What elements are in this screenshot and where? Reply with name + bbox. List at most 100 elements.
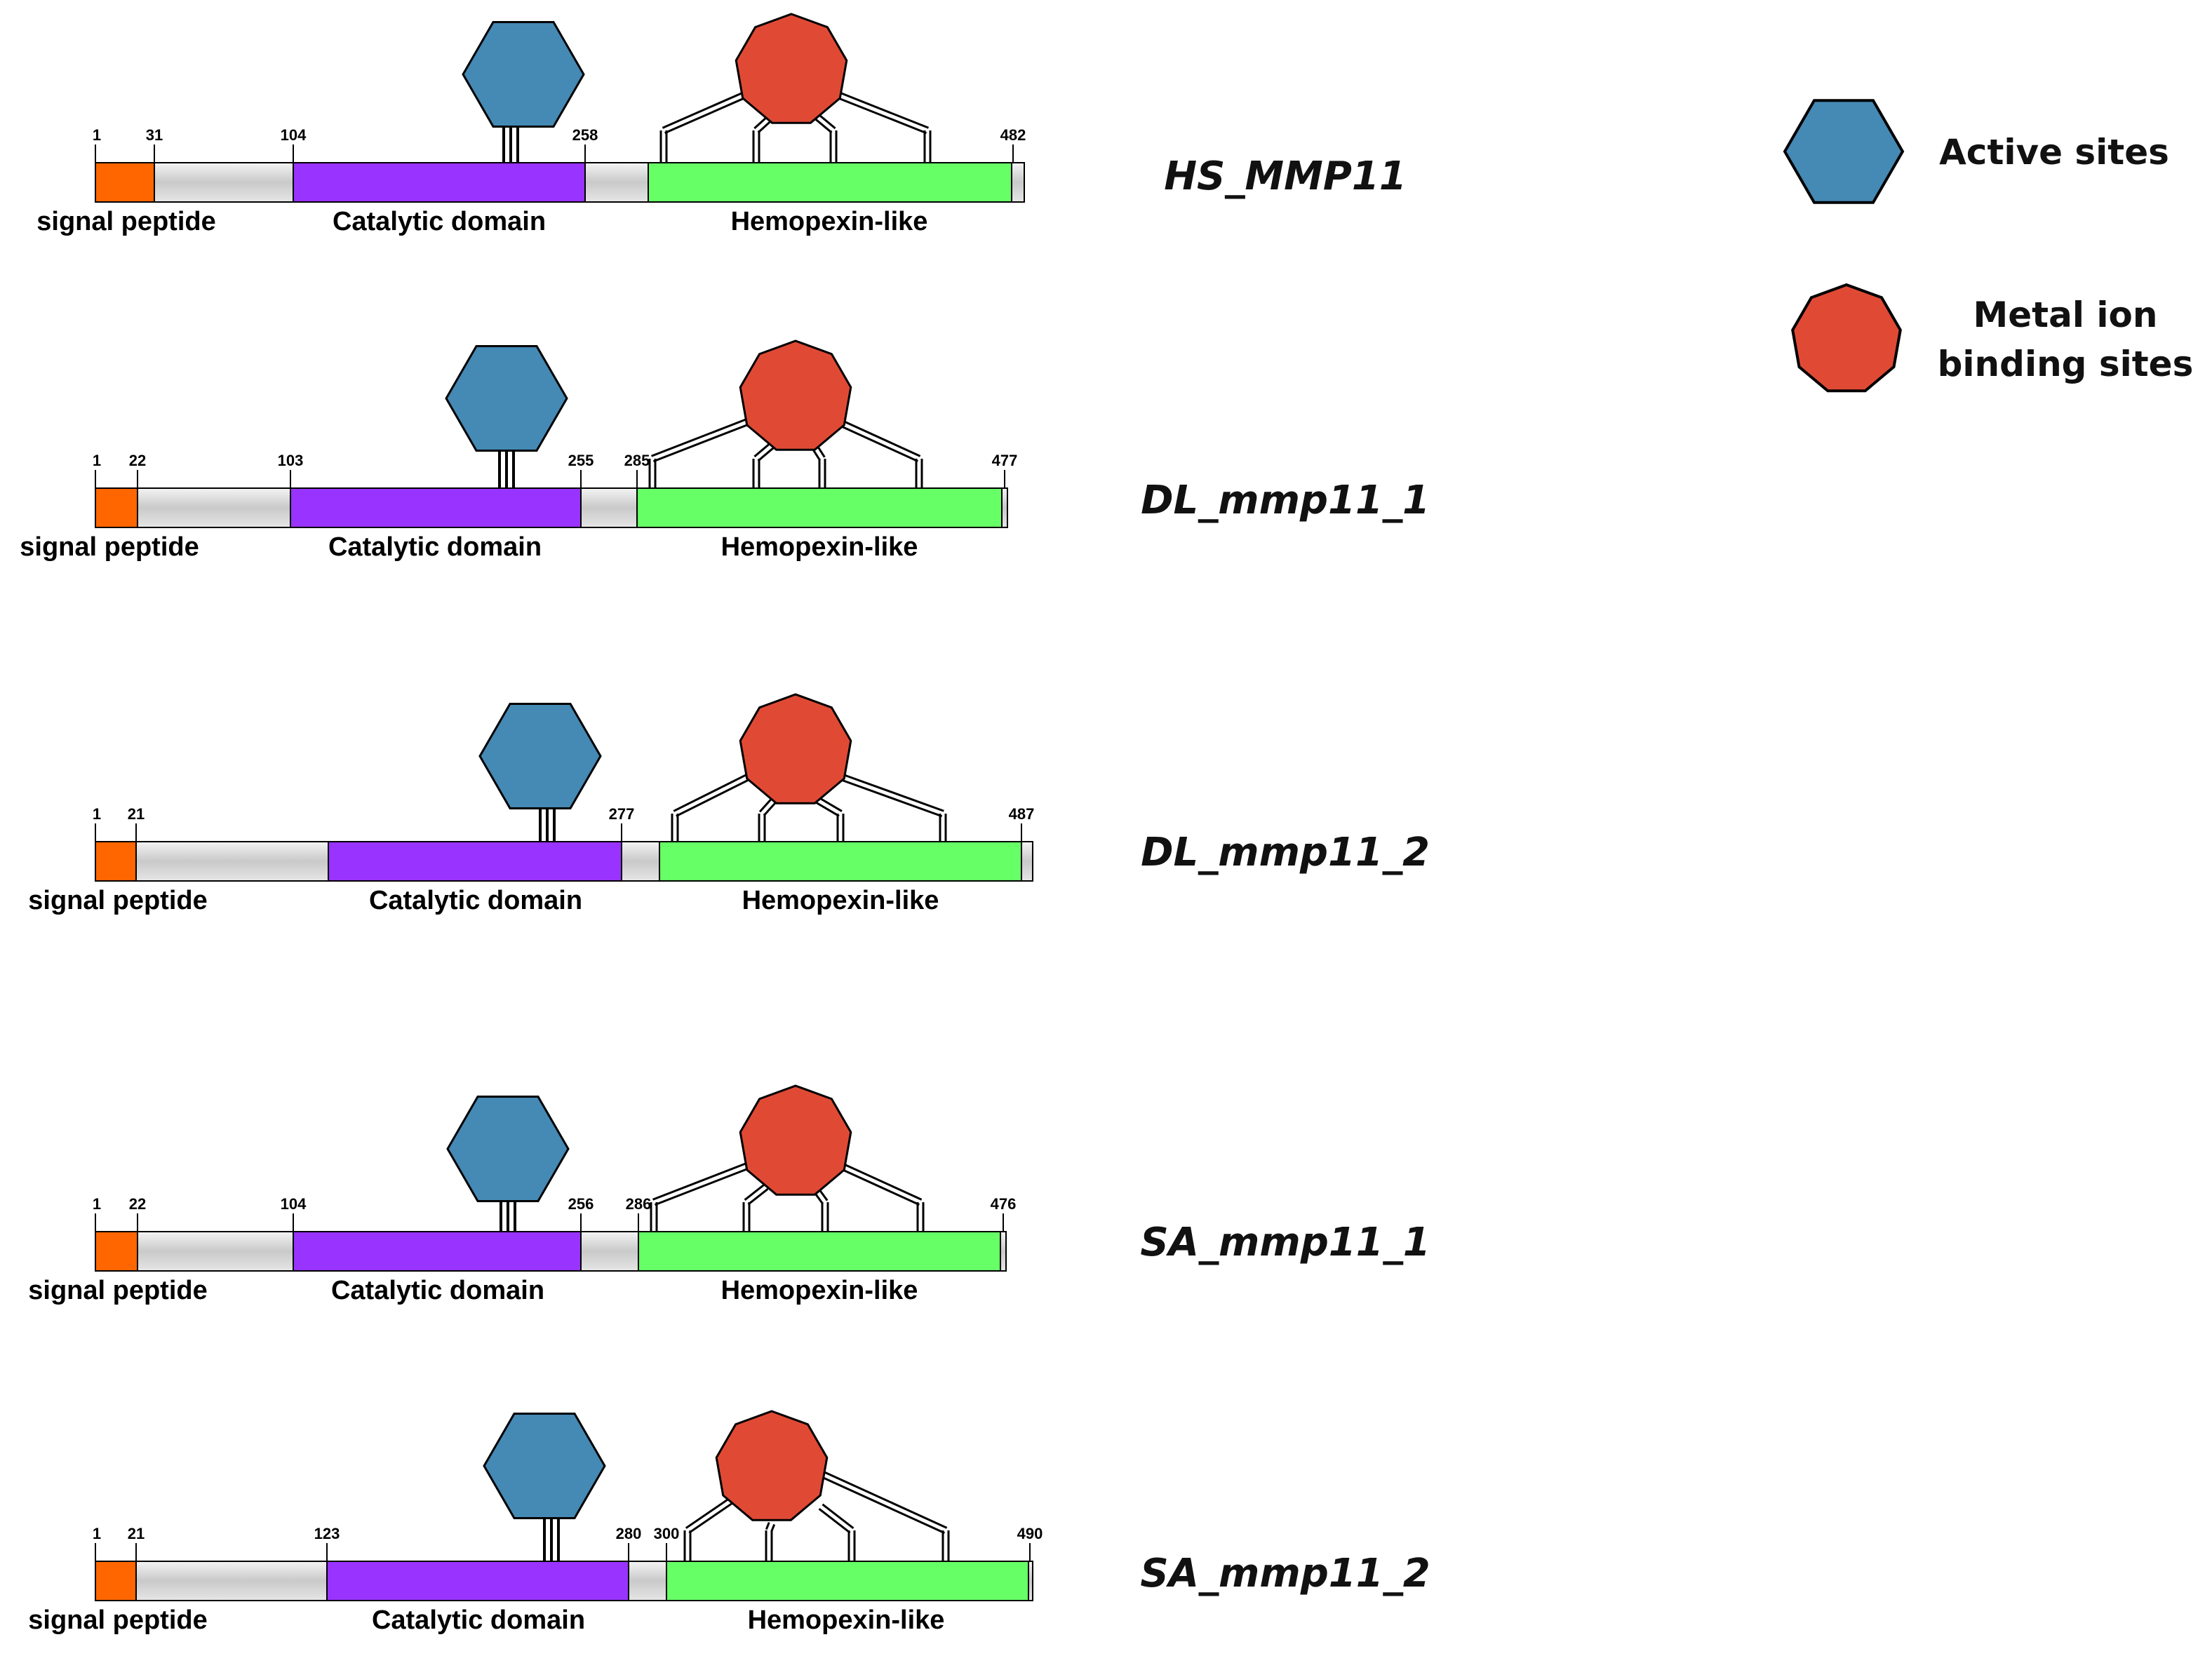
legend-metal-label-line1: Metal ion: [1973, 295, 2158, 335]
metal-site-octagon-icon: [739, 339, 852, 451]
position-tick-label: 256: [568, 1195, 594, 1213]
position-tick-label: 280: [616, 1525, 642, 1542]
position-tick-label: 1: [93, 805, 101, 823]
signal-peptide-segment: [95, 1231, 138, 1272]
protein-name-label: SA_mmp11_1: [1140, 1220, 1430, 1265]
linker-segment: [1021, 841, 1033, 882]
metal-site-connector: [839, 91, 930, 129]
legend-active-label: Active sites: [1939, 132, 2169, 173]
protein-name-label: DL_mmp11_2: [1141, 830, 1430, 875]
position-tick-label: 286: [626, 1195, 652, 1213]
metal-site-connector: [758, 797, 774, 813]
metal-site-connector: [651, 418, 746, 457]
protein-name-label: SA_mmp11_2: [1140, 1551, 1430, 1596]
metal-site-connector: [676, 779, 750, 817]
position-tick-label: 258: [572, 126, 598, 144]
linker-segment: [135, 1561, 328, 1601]
hemopexin-label: Hemopexin-like: [748, 1605, 945, 1635]
position-tick-label: 1: [93, 126, 101, 144]
metal-site-connector: [747, 1187, 769, 1206]
catalytic-domain-label: Catalytic domain: [372, 1605, 585, 1635]
linker-segment: [137, 487, 291, 528]
position-tick-label: 22: [129, 452, 146, 469]
metal-site-connector: [744, 1183, 765, 1201]
metal-site-connector: [654, 1167, 749, 1206]
metal-site-connector: [822, 1503, 854, 1530]
protein-name-label: DL_mmp11_1: [1141, 478, 1430, 523]
metal-site-connector: [840, 418, 921, 457]
signal-peptide-label: signal peptide: [36, 207, 215, 236]
catalytic-domain-segment: [293, 162, 586, 203]
linker-segment: [135, 841, 329, 882]
signal-peptide-segment: [95, 1561, 137, 1601]
metal-site-connector: [818, 1507, 851, 1534]
position-tick-label: 477: [992, 452, 1018, 469]
hemopexin-domain-segment: [648, 162, 1012, 203]
linker-segment: [1011, 162, 1025, 203]
metal-site-connector: [664, 97, 746, 135]
position-tick-label: 277: [609, 805, 635, 823]
signal-peptide-segment: [95, 841, 137, 882]
hemopexin-label: Hemopexin-like: [731, 207, 928, 236]
catalytic-domain-label: Catalytic domain: [331, 1276, 544, 1305]
metal-site-connector: [840, 779, 943, 818]
catalytic-domain-segment: [326, 1561, 629, 1601]
hemopexin-domain-segment: [636, 487, 1003, 528]
metal-site-connector: [815, 801, 840, 817]
catalytic-domain-label: Catalytic domain: [333, 207, 546, 236]
hexagon-icon: [1783, 99, 1905, 204]
position-tick-label: 104: [281, 126, 307, 144]
active-site-hexagon-icon: [445, 345, 568, 452]
linker-segment: [628, 1561, 667, 1601]
metal-site-connector: [842, 773, 944, 812]
metal-site-connector: [837, 97, 927, 135]
position-tick-label: 490: [1017, 1525, 1043, 1542]
metal-site-connector: [662, 91, 743, 129]
catalytic-domain-label: Catalytic domain: [328, 532, 542, 562]
legend-metal-label-line2: binding sites: [1938, 344, 2194, 384]
position-tick-label: 482: [1000, 126, 1026, 144]
metal-site-connector: [652, 1162, 748, 1201]
position-tick-label: 285: [624, 452, 650, 469]
linker-segment: [621, 841, 660, 882]
metal-site-connector: [817, 1474, 945, 1535]
catalytic-domain-segment: [290, 487, 582, 528]
position-tick-label: 1: [93, 452, 101, 469]
position-tick-label: 487: [1009, 805, 1035, 823]
metal-site-octagon-icon: [715, 1410, 829, 1521]
catalytic-domain-label: Catalytic domain: [369, 886, 582, 915]
linker-segment: [1028, 1561, 1033, 1601]
metal-site-connector: [817, 796, 843, 812]
metal-site-connector: [841, 1162, 923, 1201]
linker-segment: [154, 162, 294, 203]
metal-site-connector: [837, 424, 918, 463]
hemopexin-label: Hemopexin-like: [721, 1276, 918, 1305]
hemopexin-label: Hemopexin-like: [721, 532, 918, 562]
metal-site-connector: [814, 117, 833, 134]
octagon-icon: [1791, 283, 1902, 393]
metal-site-connector: [838, 1167, 920, 1206]
metal-site-connector: [673, 774, 747, 812]
position-tick-label: 255: [568, 452, 594, 469]
protein-name-label: HS_MMP11: [1164, 154, 1407, 199]
position-tick-label: 21: [128, 805, 145, 823]
signal-peptide-label: signal peptide: [28, 886, 207, 915]
metal-site-connector: [770, 1523, 776, 1533]
hemopexin-domain-segment: [659, 841, 1022, 882]
position-tick-label: 22: [129, 1195, 146, 1213]
metal-site-connector: [765, 1521, 770, 1530]
metal-site-connector: [763, 800, 778, 816]
linker-segment: [584, 162, 649, 203]
hemopexin-domain-segment: [666, 1561, 1029, 1601]
linker-segment: [580, 1231, 639, 1272]
active-site-hexagon-icon: [462, 21, 585, 128]
metal-site-connector: [820, 1469, 948, 1529]
catalytic-domain-segment: [293, 1231, 582, 1272]
position-tick-label: 21: [128, 1525, 145, 1542]
